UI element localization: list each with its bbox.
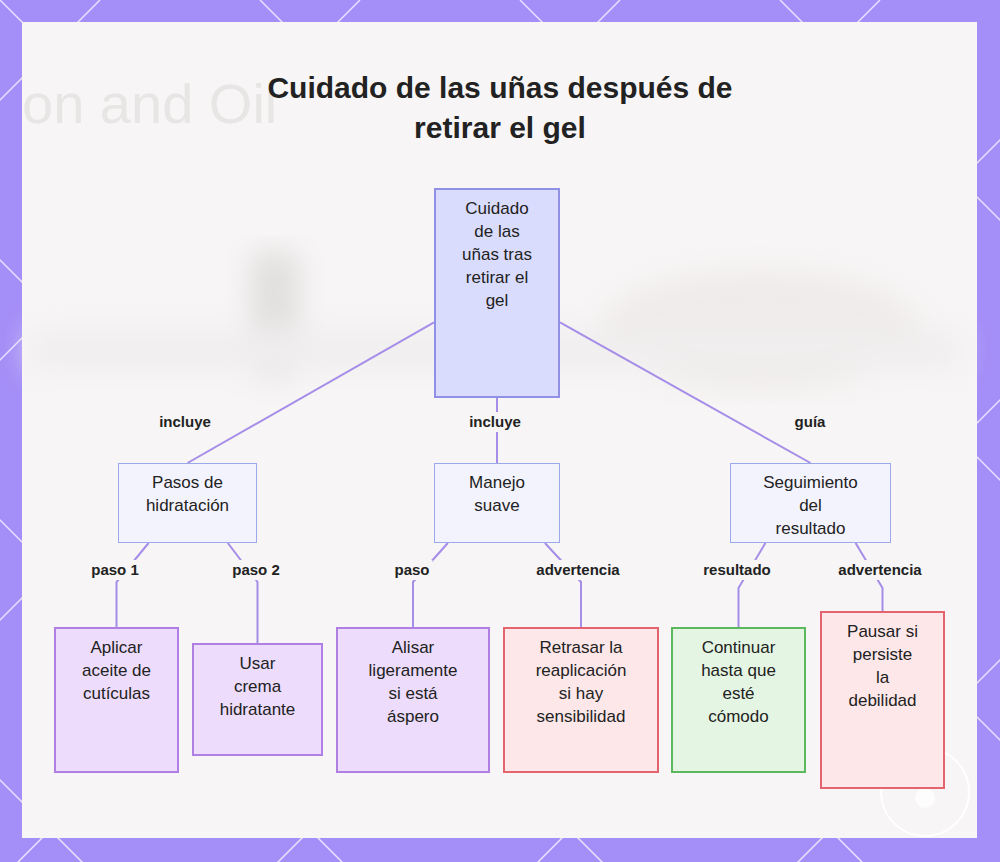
diagram-title: Cuidado de las uñas después de retirar e… bbox=[220, 68, 780, 148]
node-text: Seguimiento del resultado bbox=[762, 471, 859, 540]
node-text: Manejo suave bbox=[449, 471, 545, 517]
edge-label: incluye bbox=[466, 412, 524, 432]
edge-label: advertencia bbox=[835, 560, 924, 580]
node-text: Cuidado de las uñas tras retirar el gel bbox=[459, 197, 535, 312]
category-box: Seguimiento del resultado bbox=[730, 463, 891, 543]
background-text: on and Oil bbox=[22, 76, 277, 132]
connector-line bbox=[560, 322, 811, 463]
result-box: Continuar hasta que esté cómodo bbox=[671, 627, 806, 773]
connector-line bbox=[413, 543, 448, 627]
step-box: Usar crema hidratante bbox=[192, 643, 323, 756]
logo-dot bbox=[915, 788, 935, 808]
connector-line bbox=[545, 543, 581, 627]
node-text: Pausar si persiste la debilidad bbox=[847, 620, 918, 712]
connector-line bbox=[739, 543, 766, 627]
root-box: Cuidado de las uñas tras retirar el gel bbox=[434, 188, 560, 398]
edge-label: advertencia bbox=[533, 560, 622, 580]
edge-label: paso 2 bbox=[229, 560, 283, 580]
edge-label: paso bbox=[391, 560, 432, 580]
connector-line bbox=[228, 543, 258, 643]
node-text: Alisar ligeramente si está áspero bbox=[366, 636, 460, 728]
edge-label: guía bbox=[792, 412, 829, 432]
card-background bbox=[22, 22, 977, 838]
step-box: Alisar ligeramente si está áspero bbox=[336, 627, 490, 773]
node-text: Pasos de hidratación bbox=[127, 471, 248, 517]
category-box: Pasos de hidratación bbox=[118, 463, 257, 543]
node-text: Aplicar aceite de cutículas bbox=[75, 636, 158, 705]
edge-label: resultado bbox=[700, 560, 774, 580]
node-text: Retrasar la reaplicación si hay sensibil… bbox=[533, 636, 629, 728]
edge-label: incluye bbox=[156, 412, 214, 432]
edge-label: paso 1 bbox=[88, 560, 142, 580]
connector-line bbox=[117, 543, 149, 627]
node-text: Continuar hasta que esté cómodo bbox=[697, 636, 780, 728]
category-box: Manejo suave bbox=[434, 463, 560, 543]
warning-box: Retrasar la reaplicación si hay sensibil… bbox=[503, 627, 659, 773]
step-box: Aplicar aceite de cutículas bbox=[54, 627, 179, 773]
node-text: Usar crema hidratante bbox=[218, 652, 297, 721]
connector-line bbox=[188, 322, 435, 463]
warning-box: Pausar si persiste la debilidad bbox=[820, 611, 945, 789]
